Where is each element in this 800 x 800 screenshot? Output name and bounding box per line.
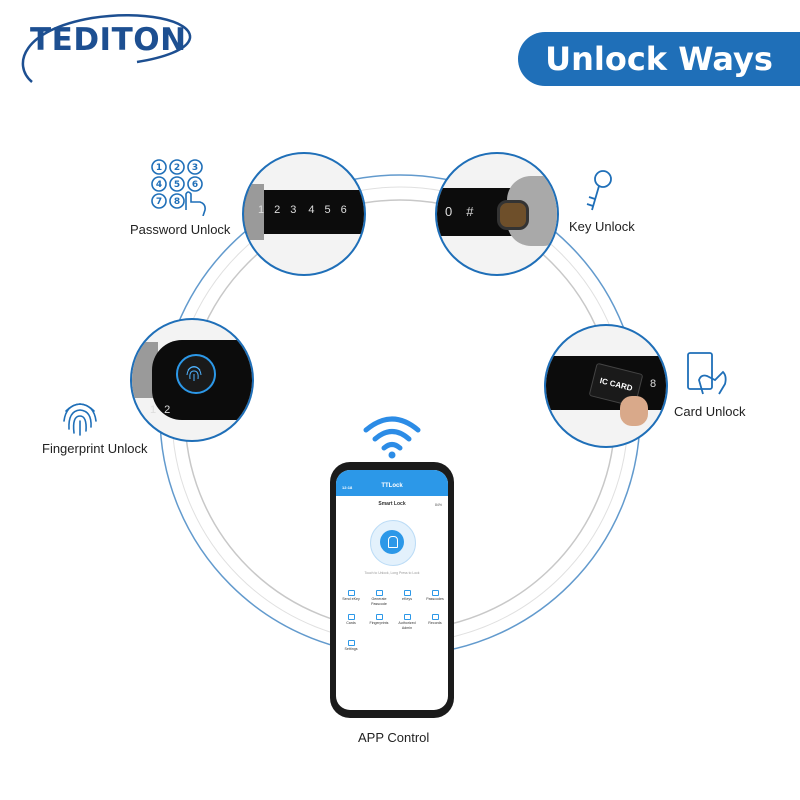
keypad-digit: 6	[192, 180, 198, 190]
keypad-digit: 7	[156, 197, 162, 207]
lock-name: Smart Lock	[378, 501, 406, 507]
brand-logo-swoosh	[21, 14, 192, 83]
keypad-digit: 8	[174, 197, 180, 207]
key-icon	[586, 170, 612, 211]
page-title: Unlock Ways	[545, 40, 773, 78]
menu-authorized-admin[interactable]: Authorized Admin	[394, 614, 420, 630]
lock-key: 2	[164, 404, 171, 416]
fingerprint-sensor-icon	[186, 366, 202, 381]
lock-key: 3	[290, 204, 297, 216]
brand-logo-text: TEDITON	[30, 22, 187, 58]
card-icon	[687, 352, 727, 395]
menu-ekeys[interactable]: eKeys	[394, 590, 420, 602]
keypad-digit: 5	[174, 180, 180, 190]
menu-fingerprints[interactable]: Fingerprints	[366, 614, 392, 626]
lock-key: 1	[258, 204, 265, 216]
unlock-hint: Touch to Unlock, Long Press to Lock	[364, 571, 420, 575]
menu-passcodes[interactable]: Passcodes	[422, 590, 448, 602]
app-title: TTLock	[381, 483, 403, 489]
menu-cards[interactable]: Cards	[338, 614, 364, 626]
lock-key: 2	[274, 204, 281, 216]
padlock-icon	[388, 536, 398, 548]
card-reader-closeup: IC CARD 8	[544, 324, 668, 448]
fingerprint-unlock-label: Fingerprint Unlock	[42, 441, 148, 456]
app-control-label: APP Control	[358, 730, 430, 745]
menu-records[interactable]: Records	[422, 614, 448, 626]
fingerprint-icon	[63, 403, 97, 436]
lock-key-closeup: 0#	[435, 152, 559, 276]
keypad-digit: 3	[192, 163, 198, 173]
menu-generate-passcode[interactable]: Generate Passcode	[366, 590, 392, 606]
battery-level: 84%	[434, 503, 442, 507]
lock-key: 6	[340, 204, 347, 216]
card-unlock-label: Card Unlock	[674, 404, 746, 419]
wifi-icon	[363, 416, 421, 459]
app-header: 12:18 TTLock	[336, 470, 448, 496]
lock-key: 4	[308, 204, 315, 216]
keypad-digit: 1	[156, 163, 162, 173]
lock-key: 1	[150, 404, 157, 416]
lock-key: 5	[324, 204, 331, 216]
menu-send-ekey[interactable]: Send eKey	[338, 590, 364, 602]
keypad-digit: 2	[174, 163, 180, 173]
header-banner	[518, 32, 800, 86]
lock-key: 8	[650, 378, 657, 390]
lock-key: 0	[445, 204, 453, 219]
key-unlock-label: Key Unlock	[569, 219, 635, 234]
keypad-digit: 4	[156, 180, 162, 190]
password-unlock-label: Password Unlock	[130, 222, 231, 237]
lock-button-icon	[380, 530, 404, 554]
keypad-icon: 1 2 3 4 5 6 7 8	[151, 159, 206, 216]
menu-settings[interactable]: Settings	[338, 640, 364, 652]
status-time: 12:18	[342, 485, 353, 490]
lock-key: #	[466, 204, 474, 219]
phone-screen: 12:18 TTLock Smart Lock 84% Touch to Unl…	[336, 470, 448, 710]
